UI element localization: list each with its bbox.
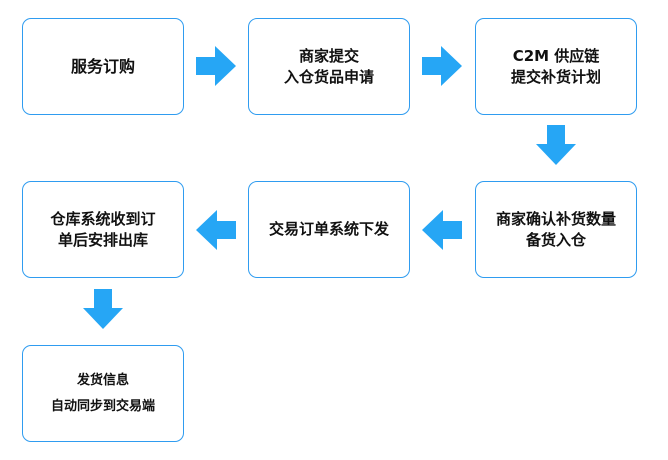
node-line: 商家确认补货数量: [495, 209, 616, 228]
node-line: 发货信息: [76, 372, 129, 388]
node-line: 仓库系统收到订: [50, 209, 156, 228]
arrow-right-icon: [422, 46, 462, 86]
node-line: 服务订购: [70, 56, 135, 76]
arrow-right-icon: [196, 46, 236, 86]
node-line: C2M 供应链: [512, 46, 600, 65]
arrow-left-icon: [422, 210, 462, 250]
node-c2m-supply-chain: C2M 供应链 提交补货计划: [475, 18, 637, 115]
node-line: 提交补货计划: [510, 67, 601, 86]
node-merchant-confirm: 商家确认补货数量 备货入仓: [475, 181, 637, 278]
arrow-down-icon: [536, 125, 576, 165]
node-line: 交易订单系统下发: [268, 220, 389, 238]
node-line: 商家提交: [298, 46, 359, 65]
node-shipping-info: 发货信息 自动同步到交易端: [22, 345, 184, 442]
node-line: 自动同步到交易端: [50, 398, 155, 414]
node-line: 入仓货品申请: [283, 67, 374, 86]
node-line: 备货入仓: [525, 230, 586, 249]
node-trading-order-dispatch: 交易订单系统下发: [248, 181, 410, 278]
arrow-down-icon: [83, 289, 123, 329]
node-warehouse-receive: 仓库系统收到订 单后安排出库: [22, 181, 184, 278]
node-service-order: 服务订购: [22, 18, 184, 115]
arrow-left-icon: [196, 210, 236, 250]
node-merchant-submit: 商家提交 入仓货品申请: [248, 18, 410, 115]
node-line: 单后安排出库: [57, 230, 148, 249]
